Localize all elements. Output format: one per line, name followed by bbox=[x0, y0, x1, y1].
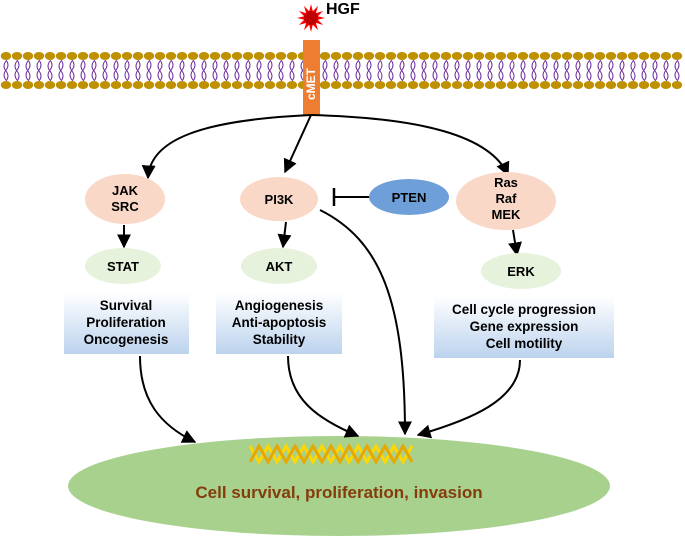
nucleus-label: Cell survival, proliferation, invasion bbox=[195, 483, 482, 502]
arrow-cmet-to-ras bbox=[310, 114, 510, 177]
arrow-pi3k-to-nucleus bbox=[287, 355, 360, 438]
arrow-cmet-to-pi3k bbox=[283, 114, 312, 174]
arrow-mek-to-erk bbox=[508, 229, 522, 257]
pi3k-label: PI3K bbox=[265, 192, 295, 207]
pten-node bbox=[369, 179, 449, 215]
arrow-pi3k-to-akt bbox=[277, 221, 292, 249]
stat-label: STAT bbox=[107, 259, 139, 274]
erk-label: ERK bbox=[507, 264, 535, 279]
ras-raf-mek-node bbox=[456, 172, 556, 230]
hgf-label: HGF bbox=[326, 1, 360, 18]
cmet-body bbox=[303, 40, 320, 115]
raf-label: Raf bbox=[496, 191, 518, 206]
src-label: SRC bbox=[111, 199, 139, 214]
arrow-cmet-to-jak bbox=[141, 114, 312, 180]
hgf-ligand: HGF bbox=[297, 1, 360, 32]
pi3k-outcome-1: Angiogenesis bbox=[235, 298, 324, 313]
pi3k-outcome-2: Anti-apoptosis bbox=[232, 315, 327, 330]
pi3k-outcomes-box bbox=[216, 292, 342, 354]
hgf-core bbox=[304, 11, 318, 25]
mek-label: MEK bbox=[492, 207, 522, 222]
pi3k-outcome-3: Stability bbox=[253, 332, 306, 347]
cmet-label: cMET bbox=[304, 67, 318, 100]
akt-node bbox=[241, 248, 317, 284]
jak-src-node bbox=[85, 174, 165, 224]
mapk-outcome-1: Cell cycle progression bbox=[452, 302, 596, 317]
stat-node bbox=[85, 248, 161, 284]
arrow-mapk-to-nucleus bbox=[416, 359, 521, 439]
ras-label: Ras bbox=[494, 175, 518, 190]
mapk-outcomes-box bbox=[434, 296, 614, 358]
pten-label: PTEN bbox=[392, 190, 427, 205]
nucleus bbox=[68, 436, 610, 536]
jak-outcome-1: Survival bbox=[100, 298, 153, 313]
pi3k-node bbox=[240, 177, 318, 221]
jak-label: JAK bbox=[112, 183, 139, 198]
cell-membrane bbox=[0, 52, 683, 89]
dna-helix-icon bbox=[248, 442, 414, 466]
arrow-jak-to-nucleus bbox=[139, 355, 197, 443]
mapk-outcome-3: Cell motility bbox=[486, 336, 563, 351]
jak-outcome-2: Proliferation bbox=[86, 315, 166, 330]
jak-outcome-3: Oncogenesis bbox=[84, 332, 169, 347]
erk-node bbox=[481, 253, 561, 289]
cmet-receptor: cMET bbox=[303, 40, 320, 115]
arrow-pi3k-direct-to-nucleus bbox=[319, 209, 412, 436]
akt-label: AKT bbox=[266, 259, 293, 274]
jak-outcomes-box bbox=[64, 292, 189, 354]
mapk-outcome-2: Gene expression bbox=[470, 319, 579, 334]
